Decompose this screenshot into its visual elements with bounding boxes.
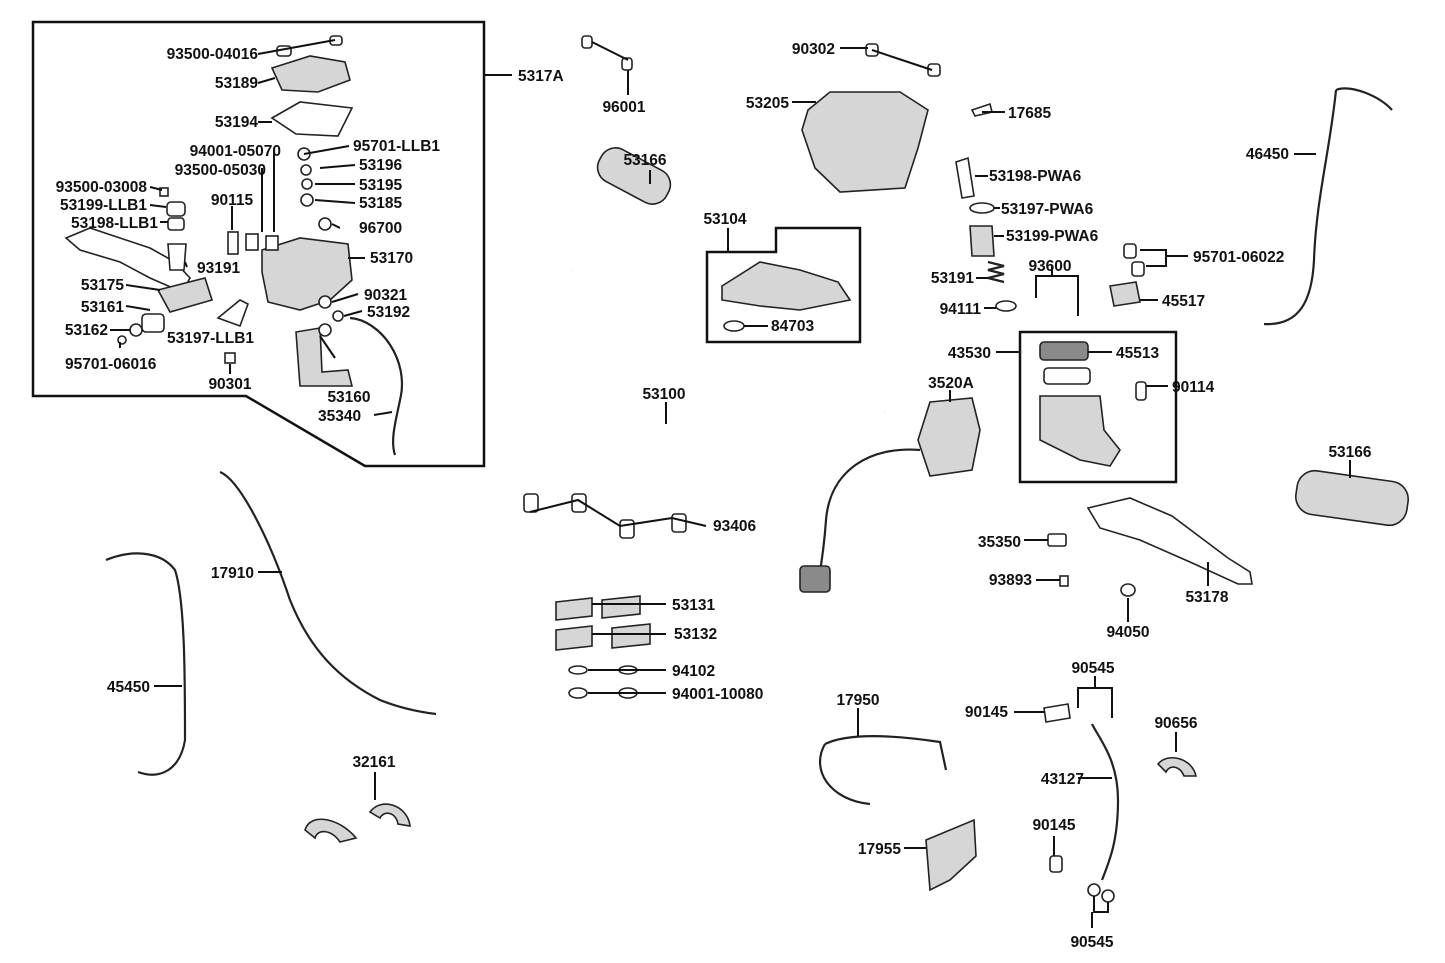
label-53131: 53131	[672, 597, 715, 614]
inset-frame	[31, 20, 486, 468]
part-labels: 93500-04016 53189 53194 94001-05070 9570…	[56, 41, 1372, 951]
label-94111: 94111	[940, 301, 982, 318]
label-90302: 90302	[792, 41, 835, 58]
label-53192: 53192	[367, 304, 410, 321]
label-90545-bottom: 90545	[1070, 934, 1113, 951]
cables-left	[105, 470, 437, 843]
label-53161: 53161	[81, 299, 124, 316]
inset-leaders	[110, 39, 393, 416]
label-93500-04016: 93500-04016	[167, 46, 259, 63]
label-32161: 32161	[352, 754, 395, 771]
label-96700: 96700	[359, 220, 402, 237]
label-90145-b: 90145	[1032, 817, 1075, 834]
label-53194: 53194	[215, 114, 258, 131]
label-84703: 84703	[771, 318, 814, 335]
label-93893: 93893	[989, 572, 1032, 589]
label-90656: 90656	[1154, 715, 1197, 732]
label-53132: 53132	[674, 626, 717, 643]
label-53189: 53189	[215, 75, 258, 92]
label-53199-LLB1: 53199-LLB1	[60, 197, 147, 214]
label-93600: 93600	[1028, 258, 1071, 275]
label-3520A: 3520A	[928, 375, 974, 392]
label-90321: 90321	[364, 287, 407, 304]
label-93500-03008: 93500-03008	[56, 179, 148, 196]
label-53198-LLB1: 53198-LLB1	[71, 215, 158, 232]
label-53170: 53170	[370, 250, 413, 267]
center-parts	[523, 35, 993, 699]
label-53197-LLB1: 53197-LLB1	[167, 330, 254, 347]
label-96001: 96001	[602, 99, 645, 116]
label-90145-a: 90145	[965, 704, 1008, 721]
center-leaders	[529, 47, 1005, 694]
label-17685: 17685	[1008, 105, 1051, 122]
label-53195: 53195	[359, 177, 402, 194]
label-93191: 93191	[197, 260, 240, 277]
inset-parts	[64, 35, 403, 456]
label-53205: 53205	[746, 95, 789, 112]
label-5317A: 5317A	[518, 68, 564, 85]
label-53160: 53160	[327, 389, 370, 406]
label-35340: 35340	[318, 408, 361, 425]
label-53175: 53175	[81, 277, 124, 294]
label-45517: 45517	[1162, 293, 1205, 310]
label-46450: 46450	[1246, 146, 1289, 163]
label-93406: 93406	[713, 518, 756, 535]
label-95701-06022: 95701-06022	[1193, 249, 1284, 266]
label-17955: 17955	[858, 841, 901, 858]
label-90114: 90114	[1172, 379, 1215, 396]
label-90301: 90301	[208, 376, 251, 393]
label-95701-06016: 95701-06016	[65, 356, 157, 373]
label-90115: 90115	[211, 192, 254, 209]
label-53166-right: 53166	[1328, 444, 1371, 461]
label-53198-PWA6: 53198-PWA6	[989, 168, 1082, 185]
label-53185: 53185	[359, 195, 402, 212]
label-17910: 17910	[211, 565, 254, 582]
label-93500-05030: 93500-05030	[175, 162, 266, 179]
label-53100: 53100	[642, 386, 685, 403]
label-53199-PWA6: 53199-PWA6	[1006, 228, 1099, 245]
label-35350: 35350	[978, 534, 1021, 551]
label-17950: 17950	[836, 692, 879, 709]
label-43530: 43530	[948, 345, 991, 362]
label-94050: 94050	[1106, 624, 1149, 641]
label-53162: 53162	[65, 322, 108, 339]
label-53197-PWA6: 53197-PWA6	[1001, 201, 1094, 218]
inset-43530	[1018, 330, 1178, 484]
label-94001-10080: 94001-10080	[672, 686, 763, 703]
label-45513: 45513	[1116, 345, 1159, 362]
label-53191: 53191	[931, 270, 974, 287]
label-43127: 43127	[1041, 771, 1084, 788]
label-53104: 53104	[703, 211, 746, 228]
label-53166-left: 53166	[623, 152, 666, 169]
label-45450: 45450	[107, 679, 150, 696]
label-94102: 94102	[672, 663, 715, 680]
label-94001-05070: 94001-05070	[190, 143, 281, 160]
label-53178: 53178	[1185, 589, 1228, 606]
right-parts	[799, 87, 1409, 928]
label-95701-LLB1: 95701-LLB1	[353, 138, 440, 155]
label-90545-top: 90545	[1071, 660, 1114, 677]
inset-53104	[705, 226, 862, 344]
label-53196: 53196	[359, 157, 402, 174]
